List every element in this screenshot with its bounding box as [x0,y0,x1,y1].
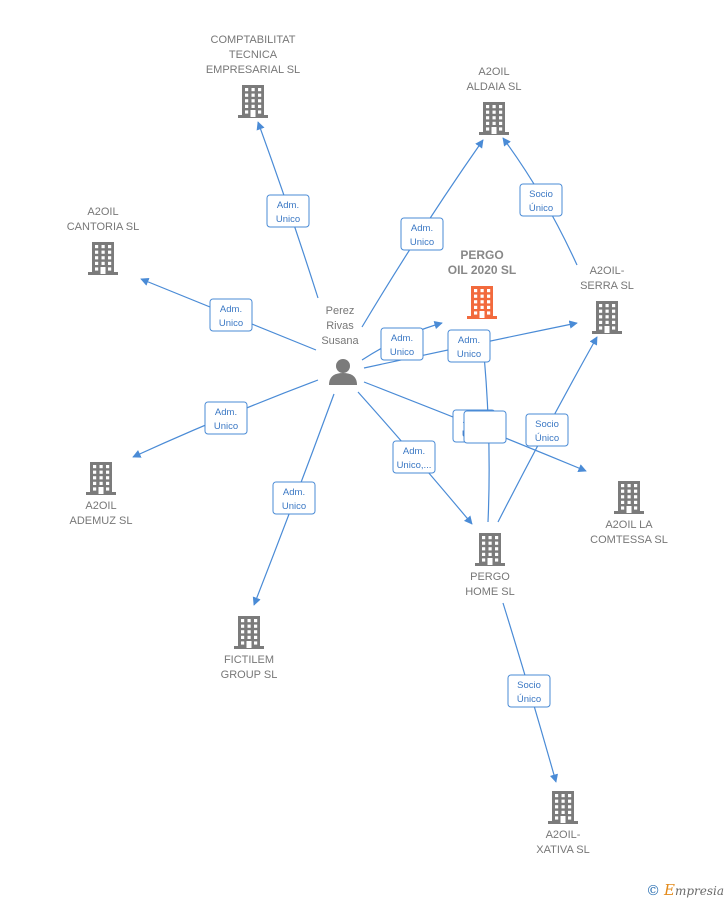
edge-label-text: Unico [457,349,481,360]
edge-label-text: Único [517,694,541,705]
node-label: CANTORIA SL [67,221,140,233]
node-label: A2OIL [87,206,118,218]
node-label: A2OIL [478,66,509,78]
edge-label-text: Adm. [283,487,305,498]
watermark-text: mpresia [674,884,724,898]
edge-label-text: Unico [214,421,238,432]
edge-label-text: Unico [410,237,434,248]
node-label: COMPTABILITAT [211,34,296,46]
edge-label-text: Unico [282,501,306,512]
edge-label-person-to-cantoria[interactable]: Adm. Unico [209,298,253,332]
node-label: ALDAIA SL [466,81,521,93]
edge-labels-layer: Adm.UnicoAdm.UnicoAdm.UnicoAdm.UnicoAdm.… [204,183,569,708]
node-label: COMTESSA SL [590,534,668,546]
building-icon [479,102,509,135]
building-icon [238,85,268,118]
edge-label-text: Adm. [277,200,299,211]
building-icon [86,462,116,495]
node-label: Susana [321,335,359,347]
node-label: EMPRESARIAL SL [206,64,300,76]
edge-label-text: Adm. [215,407,237,418]
node-label: Rivas [326,320,354,332]
building-icon [234,616,264,649]
node-serra[interactable]: A2OIL- SERRA SL [580,265,634,334]
node-label: GROUP SL [221,669,278,681]
edge-label-person-to-comptabilitat[interactable]: Adm. Unico [266,194,310,228]
node-label: A2OIL [85,500,116,512]
node-comptabilitat[interactable]: COMPTABILITAT TECNICA EMPRESARIAL SL [206,34,300,118]
edge-label-pergo_home-to-pergo_oil[interactable] [463,410,507,444]
edge-label-person-to-aldaia[interactable]: Adm. Unico [400,217,444,251]
edge-label-box [209,298,253,332]
node-label: PERGO [460,248,503,262]
edge-label-box [272,481,316,515]
edge-label-text: Único [535,433,559,444]
building-icon [592,301,622,334]
node-label: A2OIL LA [605,519,653,531]
edge-label-box [380,327,424,361]
node-label: Perez [326,305,355,317]
edge-label-text: Único [529,203,553,214]
node-label: PERGO [470,571,510,583]
edge-label-text: Socio [529,189,553,200]
edge-label-person-to-fictilem[interactable]: Adm. Unico [272,481,316,515]
edge-label-person-to-serra[interactable]: Adm. Unico [447,329,491,363]
edge-label-box [204,401,248,435]
edge-label-person-to-pergo_oil[interactable]: Adm. Unico [380,327,424,361]
edge-label-text: Unico [276,214,300,225]
node-label: XATIVA SL [536,844,589,856]
edge-label-box [463,410,507,444]
edge-label-box [507,674,551,708]
node-label: A2OIL- [590,265,625,277]
node-cantoria[interactable]: A2OIL CANTORIA SL [67,206,140,275]
watermark-initial: E [663,881,675,899]
edge-label-person-to-ademuz[interactable]: Adm. Unico [204,401,248,435]
edge-label-box [525,413,569,447]
edge-label-text: Adm. [458,335,480,346]
edge-label-text: Unico,... [397,460,432,471]
node-label: TECNICA [229,49,278,61]
node-label: SERRA SL [580,280,634,292]
node-aldaia[interactable]: A2OIL ALDAIA SL [466,66,522,135]
edge-label-text: Socio [535,419,559,430]
edge-label-box [447,329,491,363]
node-label: FICTILEM [224,654,274,666]
node-label: A2OIL- [546,829,581,841]
edge-label-text: Adm. [411,223,433,234]
node-xativa[interactable]: A2OIL- XATIVA SL [536,791,590,856]
empresia-watermark: © Empresia [646,881,724,899]
node-comtessa[interactable]: A2OIL LA COMTESSA SL [590,481,668,546]
edge-label-box [266,194,310,228]
edge-label-text: Adm. [391,333,413,344]
building-icon [88,242,118,275]
node-ademuz[interactable]: A2OIL ADEMUZ SL [70,462,133,527]
building-icon [475,533,505,566]
edge-label-text: Socio [517,680,541,691]
edge-label-text: Unico [219,318,243,329]
edge-label-person-to-pergo_home[interactable]: Adm. Unico,... [392,440,436,474]
edge-label-text: Adm. [220,304,242,315]
building-icon [548,791,578,824]
node-fictilem[interactable]: FICTILEM GROUP SL [221,616,278,681]
node-pergo_home[interactable]: PERGO HOME SL [465,533,515,598]
node-label: OIL 2020 SL [448,263,516,277]
edge-label-box [400,217,444,251]
building-icon [467,286,497,319]
edge-label-text: Unico [390,347,414,358]
node-label: HOME SL [465,586,515,598]
copyright-icon: © [646,883,661,899]
building-icon [614,481,644,514]
person-icon [329,359,357,385]
edge-label-box [519,183,563,217]
edge-label-box [392,440,436,474]
node-label: ADEMUZ SL [70,515,133,527]
edge-label-text: Adm. [403,446,425,457]
